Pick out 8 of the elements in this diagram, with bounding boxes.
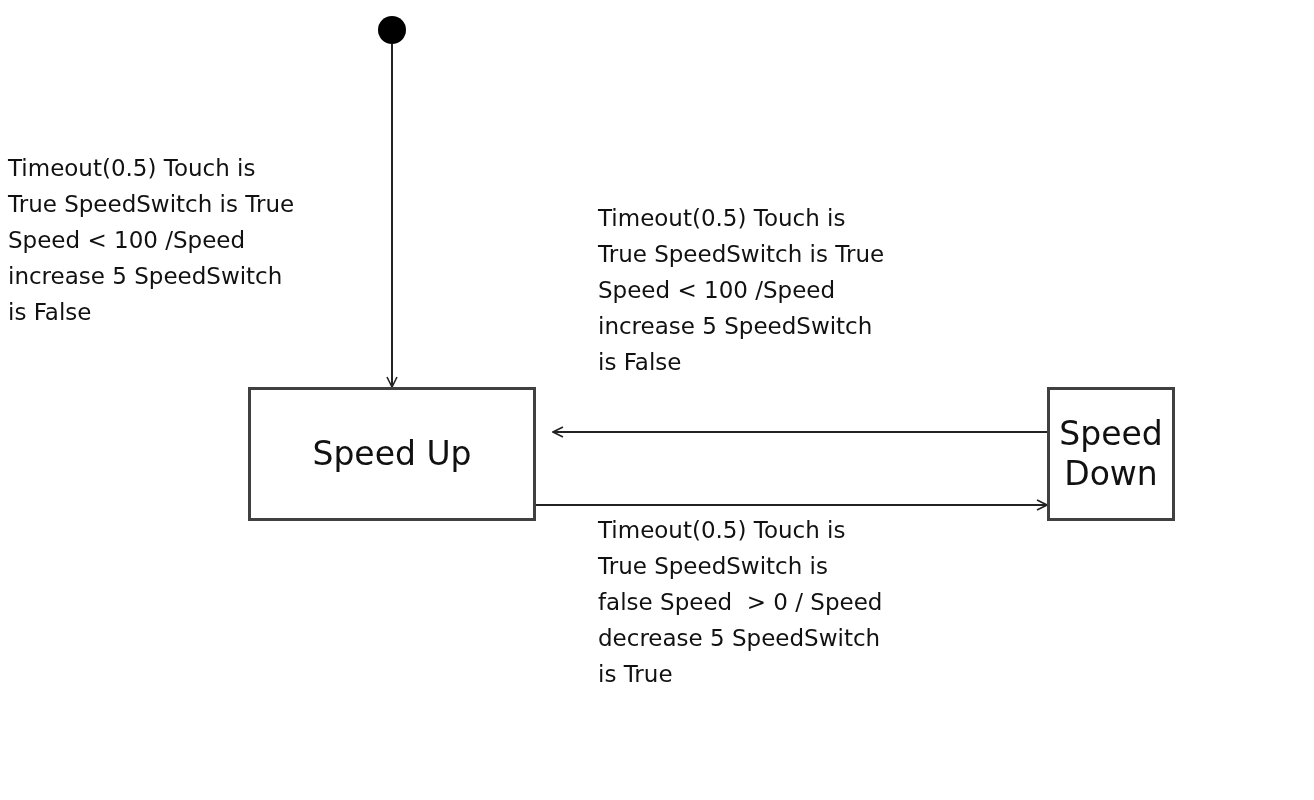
state-name: Speed Down <box>1058 414 1164 494</box>
transition-arrow <box>535 499 1048 511</box>
state-box <box>1047 387 1175 521</box>
initial-state-dot <box>378 16 406 44</box>
state-box <box>248 387 536 521</box>
transition-arrow <box>386 43 398 388</box>
state-name: Speed Up <box>312 434 472 474</box>
transition-arrow <box>552 426 1048 438</box>
